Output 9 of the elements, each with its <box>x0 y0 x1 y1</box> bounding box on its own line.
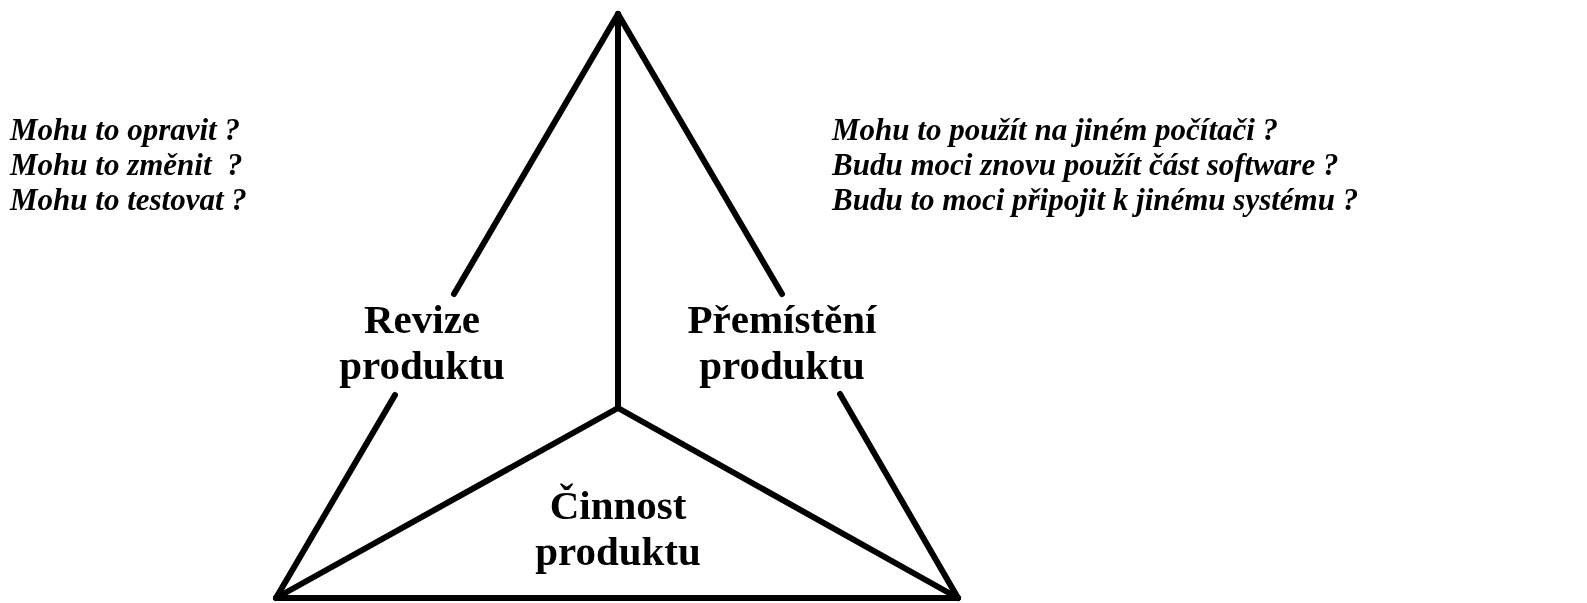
face-label: Revize produktu <box>338 296 506 388</box>
question-text: Mohu to opravit ? <box>10 112 240 147</box>
question-text: Mohu to testovat ? <box>10 182 247 217</box>
question-text: Budu to moci připojit k jinému systému ? <box>832 182 1359 217</box>
question-text: Budu moci znovu použít část software ? <box>832 147 1339 182</box>
question-text: Mohu to změnit ? <box>10 147 243 182</box>
face-label: Přemístění produktu <box>686 296 878 388</box>
question-text: Mohu to použít na jiném počítači ? <box>832 112 1279 147</box>
face-label: Činnost produktu <box>534 482 702 574</box>
